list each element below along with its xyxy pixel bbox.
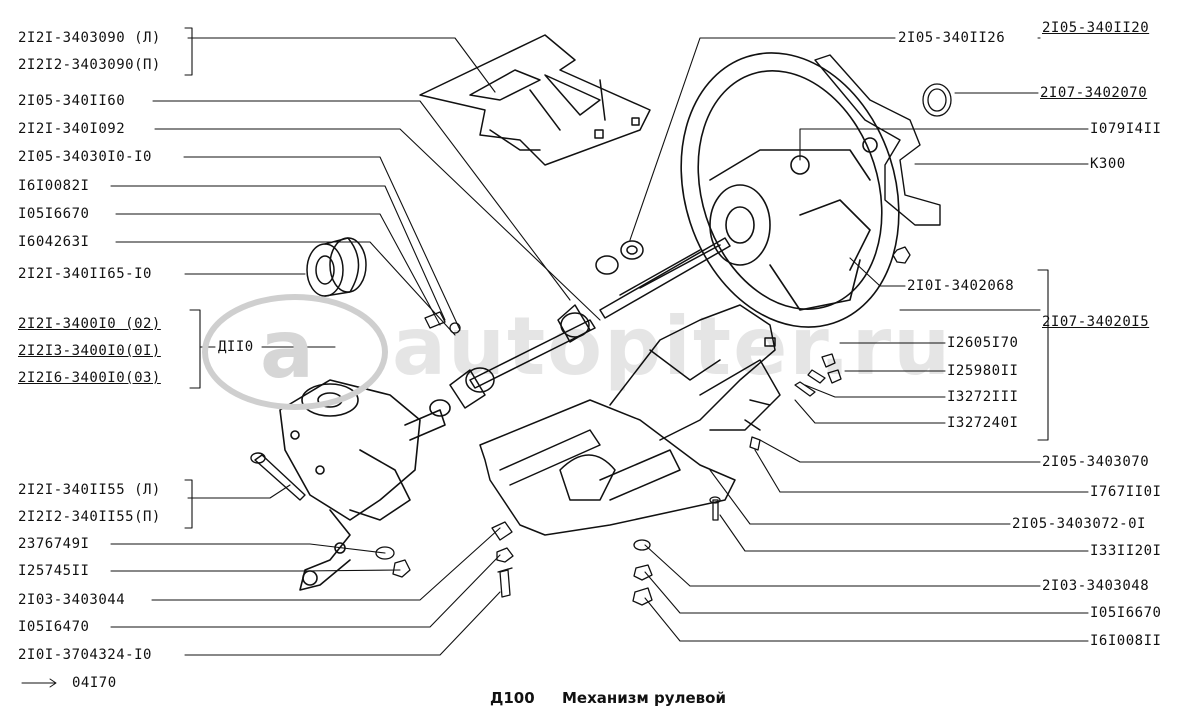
label-2121-3403090-l: 2I2I-3403090 (Л) xyxy=(18,30,161,46)
label-21216-340010-03: 2I2I6-3400I0(03) xyxy=(18,370,161,386)
steering-shaft xyxy=(595,237,731,319)
label-16100811: I6I008II xyxy=(1090,633,1162,649)
leader-lines-left xyxy=(21,37,601,688)
label-2105-3401126: 2I05-340II26 xyxy=(898,30,1006,46)
column-fasteners xyxy=(632,353,842,606)
gearbox-fasteners xyxy=(375,521,514,598)
label-2105-3401160: 2I05-340II60 xyxy=(18,93,126,109)
label-2101-3704324-10: 2I0I-3704324-I0 xyxy=(18,647,152,663)
watermark-text: autopiter.ru xyxy=(392,300,953,393)
svg-text:a: a xyxy=(260,303,314,396)
label-10516670-right: I05I6670 xyxy=(1090,605,1162,621)
label-2105-3401120: 2I05-340II20 xyxy=(1042,20,1150,36)
label-2105-3403070: 2I05-3403070 xyxy=(1042,454,1150,470)
spring-plate xyxy=(814,54,941,226)
label-13272401: I327240I xyxy=(947,415,1019,431)
label-13272111: I3272III xyxy=(947,389,1019,405)
label-13311201: I33II20I xyxy=(1090,543,1162,559)
horn-emblem xyxy=(922,83,952,117)
label-12598011: I25980II xyxy=(947,363,1019,379)
label-2121-340010-02: 2I2I-3400I0 (02) xyxy=(18,316,161,332)
left-brackets xyxy=(184,27,216,529)
clamp-bolts xyxy=(424,311,461,334)
label-10516470: I05I6470 xyxy=(18,619,90,635)
label-k300: К300 xyxy=(1090,156,1126,172)
label-21212-3403090-p: 2I2I2-3403090(П) xyxy=(18,57,161,73)
label-16100821: I6I0082I xyxy=(18,178,90,194)
label-2121-3401155-l: 2I2I-340II55 (Л) xyxy=(18,482,161,498)
label-16042631: I604263I xyxy=(18,234,90,250)
leader-lines-right xyxy=(629,37,1089,642)
figure-code: Д100 xyxy=(490,689,535,707)
figure-title: Механизм рулевой xyxy=(562,689,726,707)
label-2103-3403048: 2I03-3403048 xyxy=(1042,578,1150,594)
wheel-nut xyxy=(892,246,911,264)
label-2107-3402015: 2I07-34020I5 xyxy=(1042,314,1150,330)
label-2121-3401165-10: 2I2I-340II65-I0 xyxy=(18,266,152,282)
label-21212-3401155-p: 2I2I2-340II55(П) xyxy=(18,509,161,525)
shaft-bushing xyxy=(306,237,367,297)
label-04170: 04I70 xyxy=(72,675,117,691)
label-17671101: I767II0I xyxy=(1090,484,1162,500)
intermediate-shaft xyxy=(449,304,596,409)
label-10791411: I079I4II xyxy=(1090,121,1162,137)
label-2121-3401092: 2I2I-340I092 xyxy=(18,121,126,137)
label-21213-340010-01: 2I2I3-3400I0(0I) xyxy=(18,343,161,359)
label-23767491: 2376749I xyxy=(18,536,90,552)
label-12574511: I25745II xyxy=(18,563,90,579)
label-12605170: I2605I70 xyxy=(947,335,1019,351)
gearbox-bolt xyxy=(250,452,306,501)
label-10516670: I05I6670 xyxy=(18,206,90,222)
label-2105-3403010-10: 2I05-34030I0-I0 xyxy=(18,149,152,165)
label-2105-3403072-01: 2I05-3403072-0I xyxy=(1012,516,1146,532)
label-2107-3402070: 2I07-3402070 xyxy=(1040,85,1148,101)
column-bracket xyxy=(479,304,781,536)
watermark-logo-icon: a xyxy=(202,294,388,410)
label-d110: ДII0 xyxy=(218,339,254,355)
dashboard-bracket xyxy=(419,34,651,166)
label-2103-3403044: 2I03-3403044 xyxy=(18,592,126,608)
label-2101-3402068: 2I0I-3402068 xyxy=(907,278,1015,294)
